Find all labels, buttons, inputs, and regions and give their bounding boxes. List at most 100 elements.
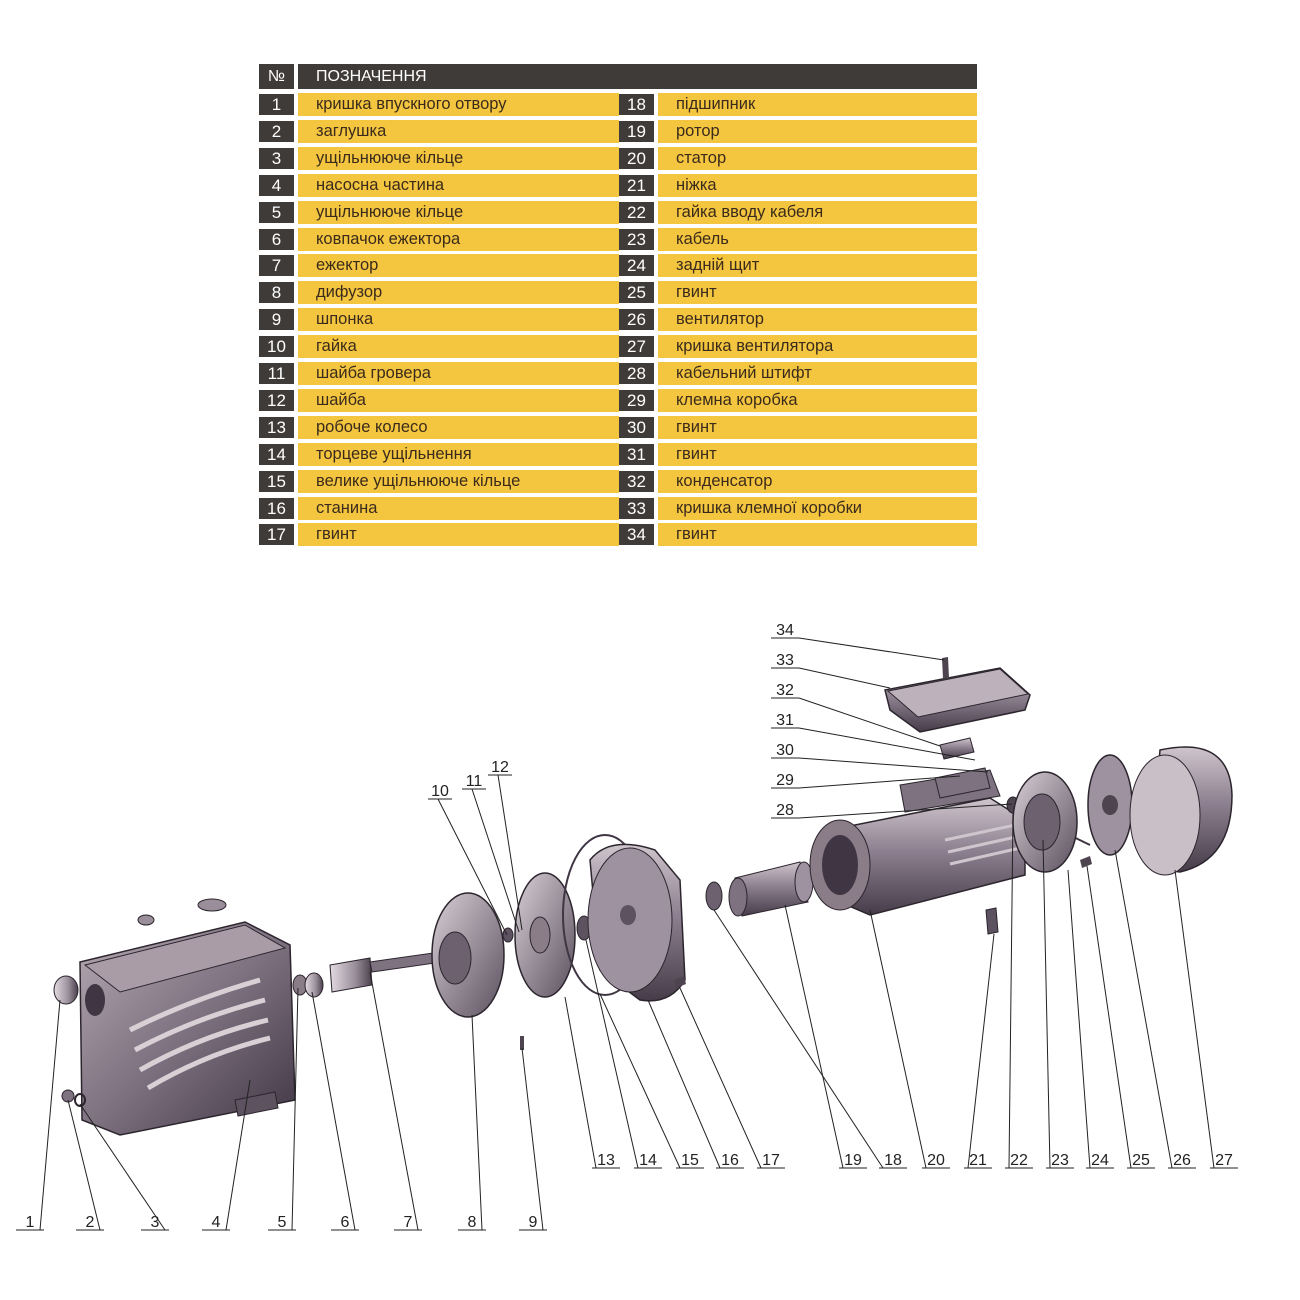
- callout-label-2: 2: [86, 1214, 95, 1231]
- legend-label: шпонка: [298, 308, 619, 332]
- legend-number: 33: [619, 497, 654, 519]
- callout-label-6: 6: [341, 1214, 350, 1231]
- legend-number: 19: [619, 120, 654, 142]
- legend-number: 23: [619, 228, 654, 250]
- leader-line: [471, 788, 520, 933]
- leader-line: [713, 909, 884, 1169]
- diffuser-part: [431, 892, 505, 1018]
- legend-number: 2: [259, 120, 294, 142]
- legend-number: 12: [259, 389, 294, 411]
- legend-number: 6: [259, 228, 294, 250]
- legend-label: кабель: [658, 227, 977, 251]
- callout-label-8: 8: [468, 1214, 477, 1231]
- bearing-part: [705, 881, 723, 911]
- legend-header-number: №: [259, 64, 294, 89]
- leader-line: [471, 1014, 483, 1231]
- callout-label-19: 19: [844, 1152, 862, 1169]
- legend-number: 34: [619, 524, 654, 546]
- leader-line: [311, 991, 356, 1231]
- legend-number: 25: [619, 282, 654, 304]
- impeller-part: [514, 872, 576, 998]
- legend-label: ніжка: [658, 173, 977, 197]
- bracket-part: [587, 843, 686, 1002]
- callout-label-25: 25: [1132, 1152, 1150, 1169]
- screw-part-25: [1080, 856, 1092, 868]
- legend-label: робоче колесо: [298, 415, 619, 439]
- leader-line: [798, 697, 941, 747]
- callout-label-14: 14: [639, 1152, 657, 1169]
- legend-label: ковпачок ежектора: [298, 227, 619, 251]
- leader-line: [291, 987, 299, 1231]
- legend-label: дифузор: [298, 281, 619, 305]
- callout-label-7: 7: [404, 1214, 413, 1231]
- leader-line: [585, 939, 639, 1169]
- callout-label-23: 23: [1051, 1152, 1069, 1169]
- legend-number: 7: [259, 255, 294, 277]
- callout-label-20: 20: [927, 1152, 945, 1169]
- callout-label-4: 4: [212, 1214, 221, 1231]
- callout-label-10: 10: [431, 783, 449, 800]
- screw-part-17: [674, 976, 686, 988]
- legend-label: кришка вентилятора: [658, 335, 977, 359]
- legend-number: 26: [619, 309, 654, 331]
- fan-part: [1087, 754, 1133, 856]
- leader-line: [1042, 839, 1051, 1169]
- legend-number: 14: [259, 443, 294, 465]
- fan-cover-part: [1129, 746, 1233, 876]
- legend-label: гвинт: [298, 523, 619, 547]
- foot-part: [985, 907, 999, 935]
- leader-line: [1086, 865, 1132, 1169]
- legend-number: 5: [259, 201, 294, 223]
- legend-label: задній щит: [658, 254, 977, 278]
- legend-label: гайка: [298, 335, 619, 359]
- callout-label-33: 33: [776, 652, 794, 669]
- leader-line: [869, 909, 927, 1169]
- leader-line: [967, 933, 995, 1169]
- legend-number: 28: [619, 363, 654, 384]
- legend-number: 24: [619, 255, 654, 277]
- legend-label: заглушка: [298, 119, 619, 143]
- legend-number: 18: [619, 94, 654, 115]
- legend-number: 29: [619, 389, 654, 411]
- legend-number: 31: [619, 443, 654, 465]
- leader-line: [521, 1047, 544, 1231]
- legend-number: 3: [259, 147, 294, 169]
- leader-line: [647, 999, 721, 1169]
- legend-label: вентилятор: [658, 308, 977, 332]
- leader-line: [369, 971, 419, 1231]
- callout-label-22: 22: [1010, 1152, 1028, 1169]
- legend-label: насосна частина: [298, 173, 619, 197]
- pump-body-part: [79, 898, 296, 1136]
- legend-label: підшипник: [658, 93, 977, 116]
- terminal-box-part: [934, 767, 991, 799]
- capacitor-part: [939, 737, 975, 760]
- callout-label-11: 11: [466, 773, 483, 790]
- leader-line: [679, 987, 762, 1169]
- legend-label: гайка вводу кабеля: [658, 200, 977, 224]
- callout-label-15: 15: [681, 1152, 699, 1169]
- legend-number: 11: [259, 363, 294, 384]
- legend-label: ротор: [658, 119, 977, 143]
- legend-label: шайба: [298, 388, 619, 412]
- legend-number: 15: [259, 470, 294, 492]
- leader-line: [798, 775, 961, 789]
- legend-label: конденсатор: [658, 469, 977, 493]
